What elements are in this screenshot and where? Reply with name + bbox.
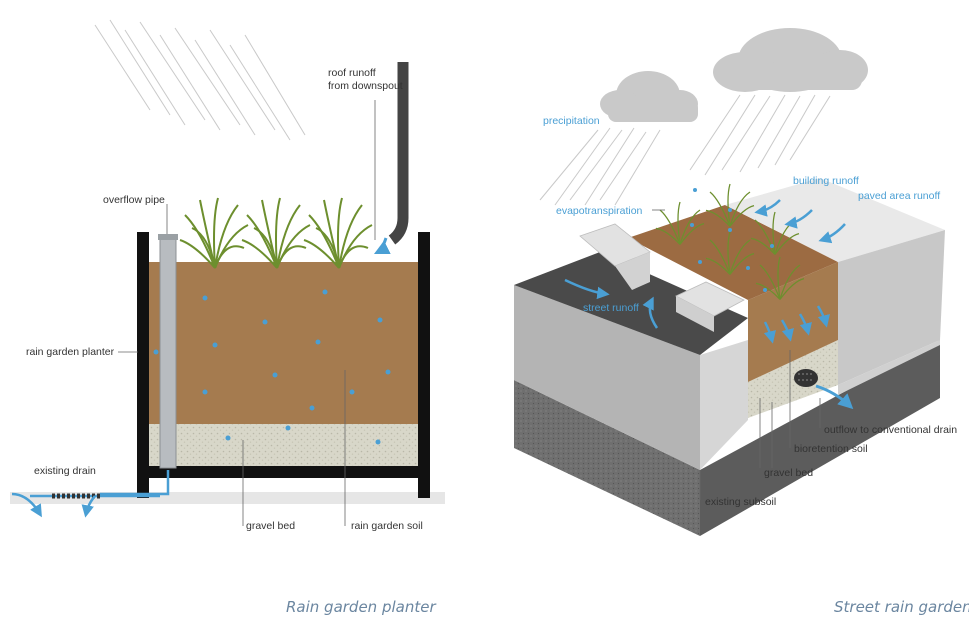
sidewalk-top [725, 178, 945, 262]
leader-lines-right [652, 209, 821, 500]
roof-runoff-label-line1: roof runoff [328, 67, 376, 79]
water-drops-right [690, 188, 774, 292]
gravel-side-under [838, 340, 940, 395]
ground-line-left [10, 492, 445, 504]
outflow-label: outflow to conventional drain [824, 424, 958, 436]
curb-back-face [615, 252, 650, 290]
outflow-drain-pipe [794, 369, 854, 410]
leader-lines-left [118, 100, 376, 526]
cloud-icon-small [600, 71, 698, 122]
overflow-pipe [159, 237, 177, 469]
caption-rain-garden-planter: Rain garden planter [286, 598, 436, 616]
street-diagram [514, 28, 945, 536]
evapotranspiration-label: evapotranspiration [556, 205, 643, 217]
street-surface [514, 252, 748, 355]
building-runoff-label: building runoff [793, 175, 859, 187]
planter-diagram [10, 19, 445, 526]
roof-runoff-arrow [373, 237, 391, 255]
runoff-arrows [564, 199, 846, 344]
existing-subsoil-label: existing subsoil [705, 496, 777, 508]
roof-runoff-label-line2: from downspout [328, 80, 403, 92]
cloud-icon-large [713, 28, 868, 92]
curb-front-face [676, 296, 714, 332]
existing-drain-pipe [11, 470, 170, 518]
caption-street-rain-garden: Street rain garden [834, 598, 969, 616]
street-plants [655, 183, 805, 300]
street-runoff-label: street runoff [583, 302, 639, 314]
overflow-pipe-cap [158, 234, 178, 240]
precipitation-label: precipitation [543, 115, 600, 127]
rain-streaks-right [539, 94, 831, 206]
planter-label: rain garden planter [26, 346, 115, 358]
concrete-side-lower [700, 340, 748, 470]
soil-layer [148, 262, 418, 424]
gravel-bed-label-right: gravel bed [764, 467, 814, 479]
paved-area-runoff-label: paved area runoff [858, 190, 941, 202]
gravel-bed-label-left: gravel bed [246, 520, 296, 532]
concrete-front [514, 285, 700, 470]
garden-top [628, 205, 838, 300]
planter-wall-right [418, 232, 430, 498]
sidewalk-side [838, 230, 945, 385]
subsoil-front [514, 380, 700, 536]
planter-wall-left [137, 232, 149, 498]
planter-plants [179, 197, 373, 269]
garden-soil-side [748, 262, 838, 382]
garden-gravel [748, 340, 838, 418]
water-drops-left [153, 289, 391, 445]
planter-base [137, 466, 430, 478]
gravel-bed-layer [148, 424, 418, 466]
bioretention-soil-label: bioretention soil [794, 443, 868, 455]
existing-drain-label: existing drain [34, 465, 96, 477]
overflow-pipe-label: overflow pipe [103, 194, 165, 206]
rain-streaks-left [94, 19, 306, 141]
soil-label: rain garden soil [351, 520, 423, 532]
subsoil-side [700, 340, 940, 536]
downspout [388, 62, 409, 245]
